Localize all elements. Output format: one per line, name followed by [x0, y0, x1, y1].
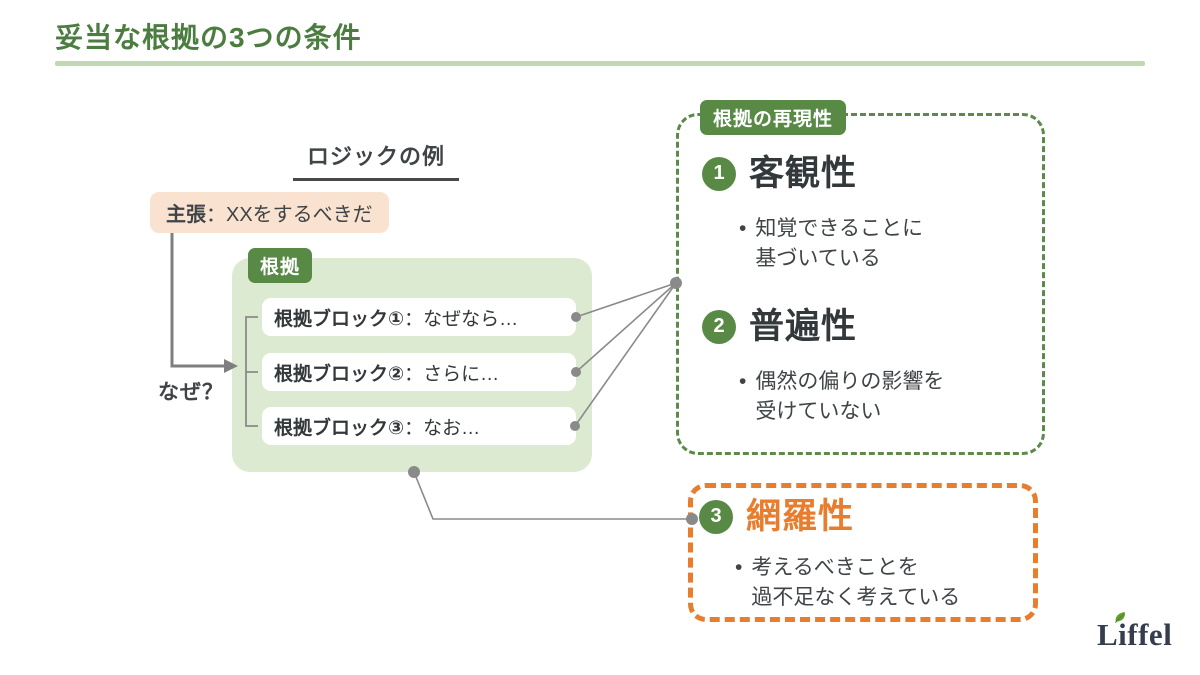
bullet-text: 偶然の偏りの影響を受けていない: [755, 367, 944, 427]
condition-item-universality: 2 普遍性: [702, 309, 857, 344]
bullet-line: 考えるべきことを: [751, 556, 919, 579]
grounds-block-label: 根拠ブロック②: [274, 363, 405, 385]
condition-bullet: • 知覚できることに基づいている: [739, 214, 923, 274]
condition-title: 網羅性: [746, 497, 855, 536]
logic-example-heading: ロジックの例: [293, 139, 460, 181]
bullet-line: 知覚できることに: [755, 217, 923, 240]
claim-label: 主張: [166, 204, 206, 226]
condition-item-comprehensiveness: 3 網羅性: [699, 499, 854, 534]
logo: Liffel: [1097, 611, 1173, 653]
condition-title: 普遍性: [749, 307, 858, 346]
bullet-dot: •: [739, 217, 747, 240]
bullet-dot: •: [739, 370, 747, 393]
condition-item-objectivity: 1 客観性: [702, 156, 857, 191]
grounds-badge: 根拠: [248, 248, 313, 283]
title-underline: [55, 61, 1145, 66]
grounds-block-label: 根拠ブロック①: [274, 308, 405, 330]
condition-bullet: • 考えるべきことを過不足なく考えている: [735, 553, 960, 613]
bullet-line: 過不足なく考えている: [751, 585, 961, 609]
claim-text: ：XXをするべきだ: [206, 204, 373, 226]
condition-bullet: • 偶然の偏りの影響を受けていない: [739, 367, 944, 427]
grounds-block: 根拠ブロック③：なお…: [262, 407, 576, 445]
grounds-block: 根拠ブロック②：さらに…: [262, 353, 576, 391]
number-badge-3: 3: [699, 499, 733, 534]
grounds-block-text: ：なぜなら…: [404, 308, 519, 330]
logo-text: Liffel: [1097, 617, 1173, 652]
page-title: 妥当な根拠の3つの条件: [55, 22, 362, 53]
bullet-text: 知覚できることに基づいている: [755, 214, 923, 274]
reproducibility-badge: 根拠の再現性: [700, 100, 847, 135]
grounds-block-text: ：なお…: [404, 417, 481, 439]
bullet-text: 考えるべきことを過不足なく考えている: [751, 553, 960, 613]
grounds-to-comprehensiveness-line: [408, 466, 698, 525]
grounds-block-text: ：さらに…: [404, 363, 500, 385]
logo-leaf-icon: [1115, 611, 1125, 623]
bullet-line: 受けていない: [755, 399, 882, 423]
grounds-box: 根拠ブロック①：なぜなら… 根拠ブロック②：さらに… 根拠ブロック③：なお…: [232, 258, 592, 472]
bullet-line: 偶然の偏りの影響を: [755, 370, 945, 393]
bullet-dot: •: [735, 556, 743, 579]
comprehensiveness-box: 3 網羅性 • 考えるべきことを過不足なく考えている: [688, 483, 1038, 622]
claim-to-grounds-arrow: [170, 233, 238, 373]
reproducibility-box: 根拠の再現性 1 客観性 • 知覚できることに基づいている 2 普遍性 • 偶然…: [676, 100, 1045, 455]
number-badge-2: 2: [702, 309, 736, 344]
bullet-line: 基づいている: [755, 246, 881, 270]
grounds-block: 根拠ブロック①：なぜなら…: [262, 298, 576, 336]
number-badge-1: 1: [702, 156, 736, 191]
claim-box: 主張：XXをするべきだ: [150, 192, 389, 233]
grounds-block-label: 根拠ブロック③: [274, 417, 405, 439]
condition-title: 客観性: [749, 154, 858, 193]
why-label: なぜ？: [158, 381, 224, 404]
